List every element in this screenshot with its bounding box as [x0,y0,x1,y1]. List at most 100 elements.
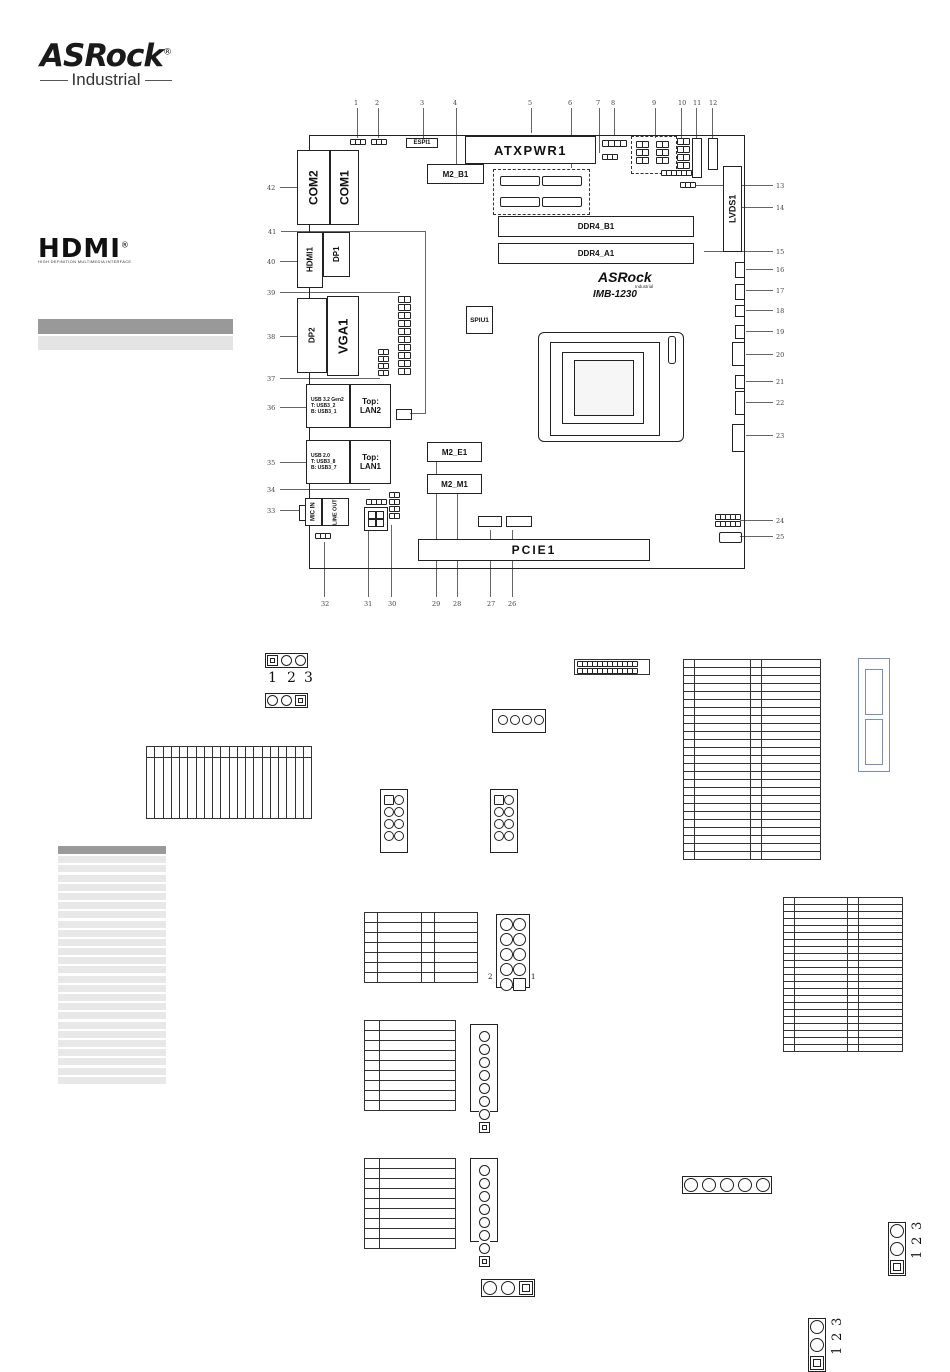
power-connector-31 [364,507,388,531]
hdmi-logo: HDMI® [38,234,130,264]
callout-8: 8 [611,99,616,107]
header-1 [350,139,366,145]
callout-19: 19 [776,328,785,336]
board-model: IMB-1230 [593,289,637,300]
header-pin-table-a [364,1020,456,1111]
jumper-pin-number: 1 [268,670,277,686]
callout-17: 17 [776,287,785,295]
callout-12: 12 [709,99,718,107]
callout-6: 6 [568,99,573,107]
pcie1-slot: PCIE1 [418,539,650,561]
industrial-logo: Industrial [40,70,173,90]
callout-39: 39 [267,289,276,297]
pin-table-rotated [145,746,313,819]
header-41 [396,409,412,420]
table-row-bar [38,336,233,350]
fan-4pin-diagram [492,709,546,733]
espi-header: ESPI1 [406,138,438,148]
callout-9: 9 [652,99,657,107]
header-2 [371,139,387,145]
table-header-bar [38,319,233,334]
callout-20: 20 [776,351,785,359]
left-spec-list [58,846,166,1086]
callout-23: 23 [776,432,785,440]
callout-27: 27 [487,600,496,608]
fan-header-26 [506,516,532,527]
com-10pin-diagram [496,914,530,991]
lvds-connector-drawing [858,658,890,772]
callout-34: 34 [267,486,276,494]
vga1-port: VGA1 [327,296,359,376]
jumper-pin-number: 3 [304,670,313,686]
line-out-jack: LINE OUT [322,498,349,526]
header-11 [692,138,702,178]
callout-30: 30 [388,600,397,608]
pin-1-label: 1 [531,973,536,981]
header-19 [735,325,745,339]
callout-32: 32 [321,600,330,608]
callout-24: 24 [776,517,785,525]
header-17 [735,284,745,300]
callout-29: 29 [432,600,441,608]
atx-power-connector: ATXPWR1 [465,136,596,164]
header-12 [708,138,718,170]
callout-7: 7 [596,99,601,107]
callout-38: 38 [267,333,276,341]
com1-port: COM1 [330,150,359,225]
callout-21: 21 [776,378,785,386]
front-panel-header-39 [398,296,411,375]
header-25 [719,532,742,543]
header-24 [715,514,741,527]
header-34 [366,499,387,505]
callout-25: 25 [776,533,785,541]
header-15 [661,170,692,176]
3pin-header-diagram [481,1279,535,1297]
callout-42: 42 [267,184,276,192]
header-16 [735,262,745,278]
vertical-jumper-bottom [808,1318,826,1372]
header-23 [732,424,745,452]
com2-port: COM2 [297,150,330,225]
com-pin-table [364,912,478,983]
header-13 [680,182,696,188]
callout-41: 41 [268,228,277,236]
board-asrock-logo: ASRock [598,269,652,285]
lan2-port: Top:LAN2 [350,384,391,428]
hdmi1-port: HDMI1 [297,232,323,288]
callout-28: 28 [453,600,462,608]
header-32 [315,533,331,539]
callout-16: 16 [776,266,785,274]
callout-1: 1 [354,99,359,107]
callout-36: 36 [267,404,276,412]
8pin-connector-b [470,1158,498,1267]
m2-b-slot: M2_B1 [427,164,484,184]
callout-15: 15 [776,248,785,256]
mic-in-jack: MIC IN [305,498,322,526]
asrock-logo: ASRock® [40,38,172,74]
callout-40: 40 [267,258,276,266]
callout-31: 31 [364,600,373,608]
fan-header-8 [602,140,627,147]
jumper-pin-number: 2 [287,670,296,686]
motherboard-outline: ESPI1 ATXPWR1 M2_B1 [297,135,745,569]
vertical-jumper-right [888,1222,906,1276]
header-21 [735,375,745,389]
callout-26: 26 [508,600,517,608]
callout-5: 5 [528,99,533,107]
lan1-port: Top:LAN1 [350,440,391,484]
usb-pin-diagram-right [490,789,518,853]
header-22 [735,391,745,415]
callout-3: 3 [420,99,425,107]
callout-18: 18 [776,307,785,315]
header-18 [735,305,745,317]
cpu-socket [538,332,684,442]
usb-pin-diagram-left [380,789,408,853]
callout-33: 33 [267,507,276,515]
callout-14: 14 [776,204,785,212]
header-20 [732,342,745,366]
callout-11: 11 [693,99,702,107]
